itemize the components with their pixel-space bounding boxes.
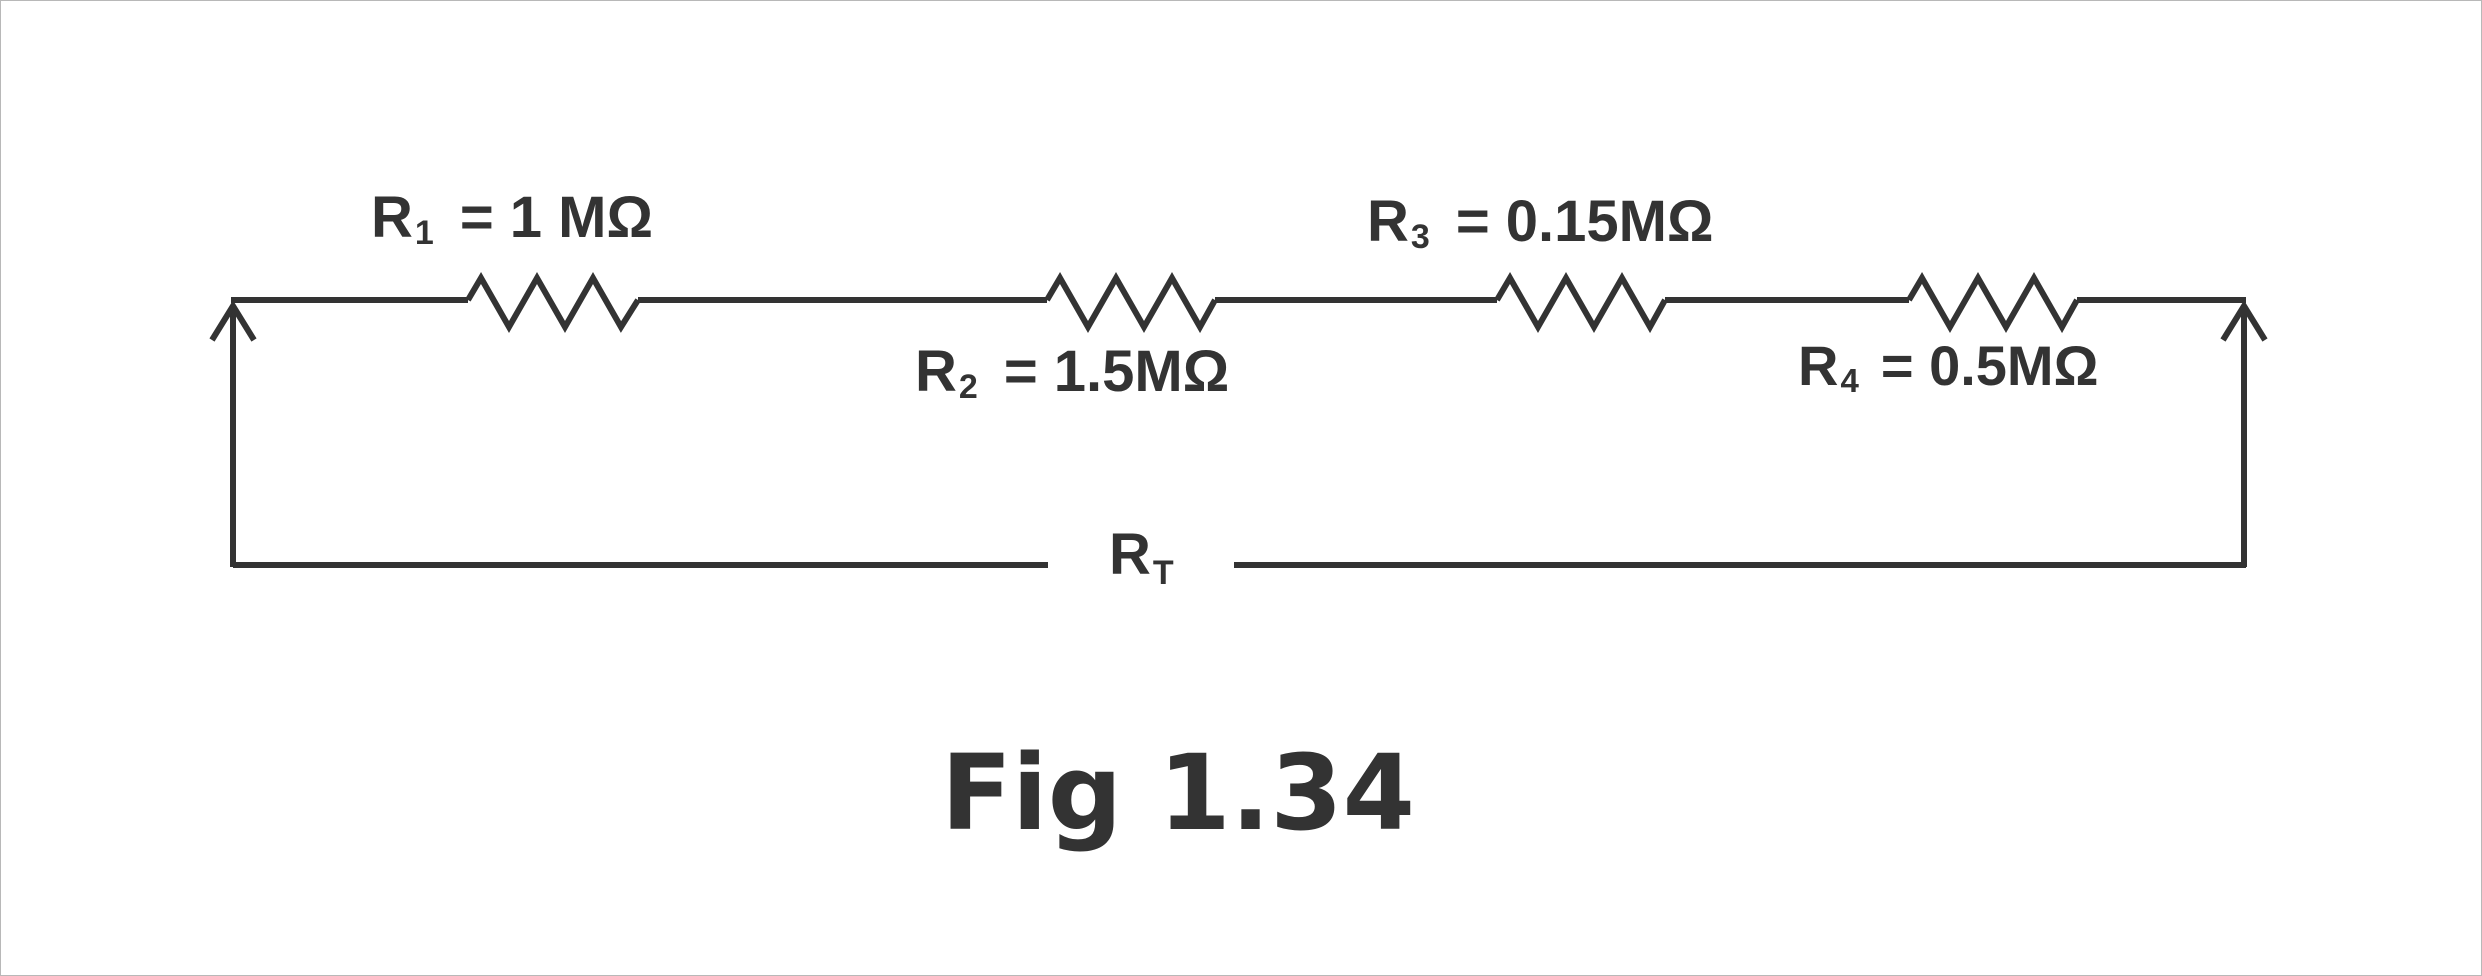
- rt-label: RT: [1109, 522, 1174, 592]
- resistor-r4-symbol: [1906, 271, 2080, 334]
- resistor-r2-symbol: [1044, 271, 1218, 334]
- left-arrowhead: [209, 300, 257, 342]
- r2-label: R2= 1.5MΩ: [915, 339, 1229, 406]
- right-arrowhead: [2220, 300, 2268, 342]
- r3-label: R3= 0.15MΩ: [1367, 189, 1714, 256]
- r1-label: R1= 1 MΩ: [371, 185, 653, 252]
- resistor-r3-symbol: [1494, 271, 1668, 334]
- r4-label: R4= 0.5MΩ: [1798, 334, 2098, 399]
- figure-caption: Fig 1.34: [941, 732, 1415, 854]
- resistor-r1-symbol: [465, 271, 641, 334]
